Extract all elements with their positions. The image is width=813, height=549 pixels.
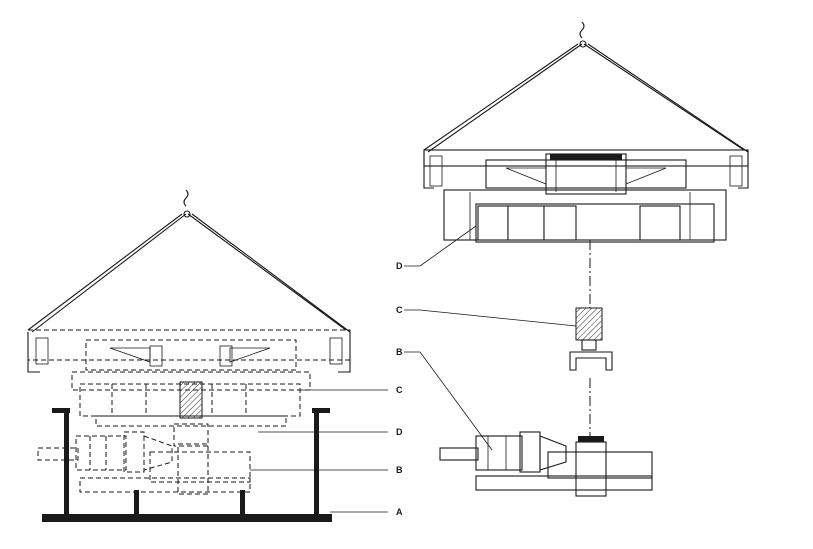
left-shaft-c [179, 381, 203, 419]
left-cover [27, 329, 351, 373]
label-d-left: D [396, 427, 403, 437]
label-d-right: D [396, 261, 403, 271]
right-drive-assembly-b [439, 431, 653, 497]
label-c-right: C [396, 305, 403, 315]
label-b-right: B [396, 347, 403, 357]
exploded-view: D C B [396, 21, 749, 497]
right-gear-housing-d [443, 189, 727, 243]
label-a-left: A [396, 507, 403, 517]
right-cover [423, 149, 749, 195]
left-drive-assembly-b [37, 431, 251, 495]
label-c-left: C [396, 385, 403, 395]
label-b-left: B [396, 465, 403, 475]
right-shaft-c [569, 307, 613, 371]
right-lifting-sling [423, 21, 749, 153]
left-support-frame-a [42, 408, 332, 522]
left-lifting-sling [27, 189, 351, 333]
assembled-view: C D B A [27, 189, 403, 522]
